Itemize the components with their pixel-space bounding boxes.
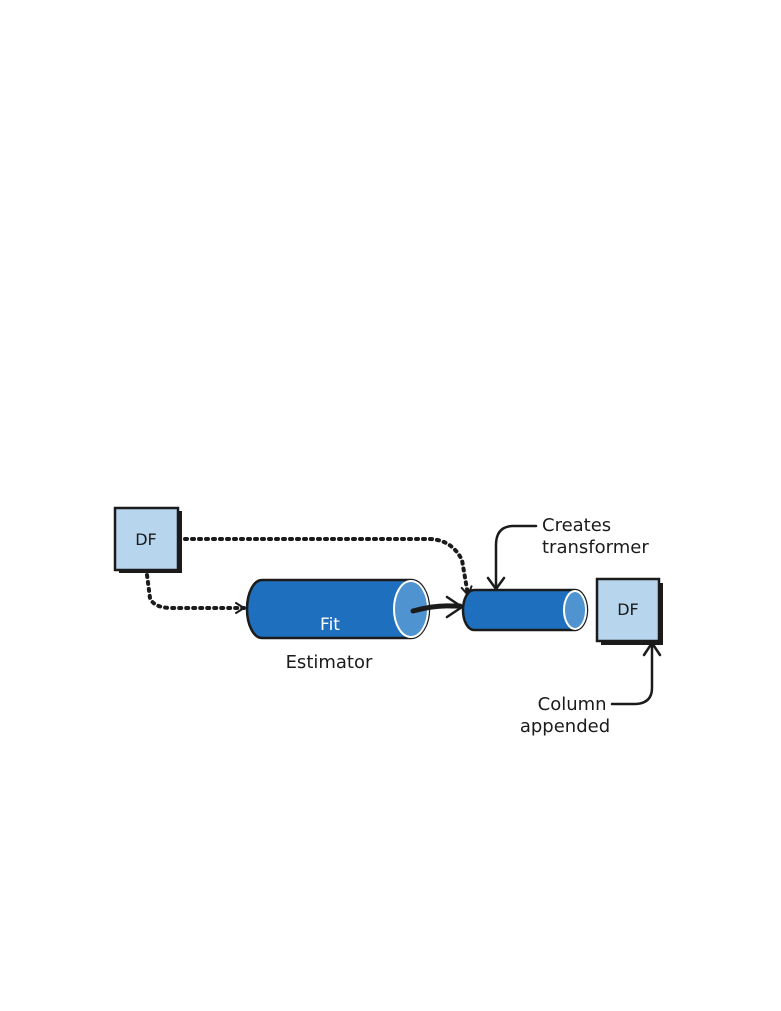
transformer-cylinder — [461, 588, 589, 632]
creates-transformer-arrowhead — [486, 576, 506, 591]
estimator-cylinder: Fit — [245, 578, 431, 640]
column-appended-arrow — [610, 644, 654, 706]
estimator-to-transformer-arrow — [410, 603, 463, 614]
creates-transformer-arrow — [494, 524, 538, 589]
column-appended-arrowhead — [642, 641, 662, 657]
creates-transformer-label: Creates transformer — [542, 515, 649, 558]
transformer-cylinder-end — [563, 590, 587, 630]
dotted-arrow-df-to-transformer — [183, 537, 473, 597]
dotted-arrow-df-to-estimator — [145, 573, 246, 614]
output-df-box: DF — [595, 577, 663, 645]
estimator-fit-label: Fit — [320, 615, 340, 635]
output-df-label: DF — [617, 600, 639, 619]
input-df-box: DF — [113, 506, 182, 573]
estimator-label: Estimator — [286, 652, 373, 673]
column-appended-label: Column appended — [520, 694, 612, 737]
input-df-label: DF — [135, 530, 157, 549]
